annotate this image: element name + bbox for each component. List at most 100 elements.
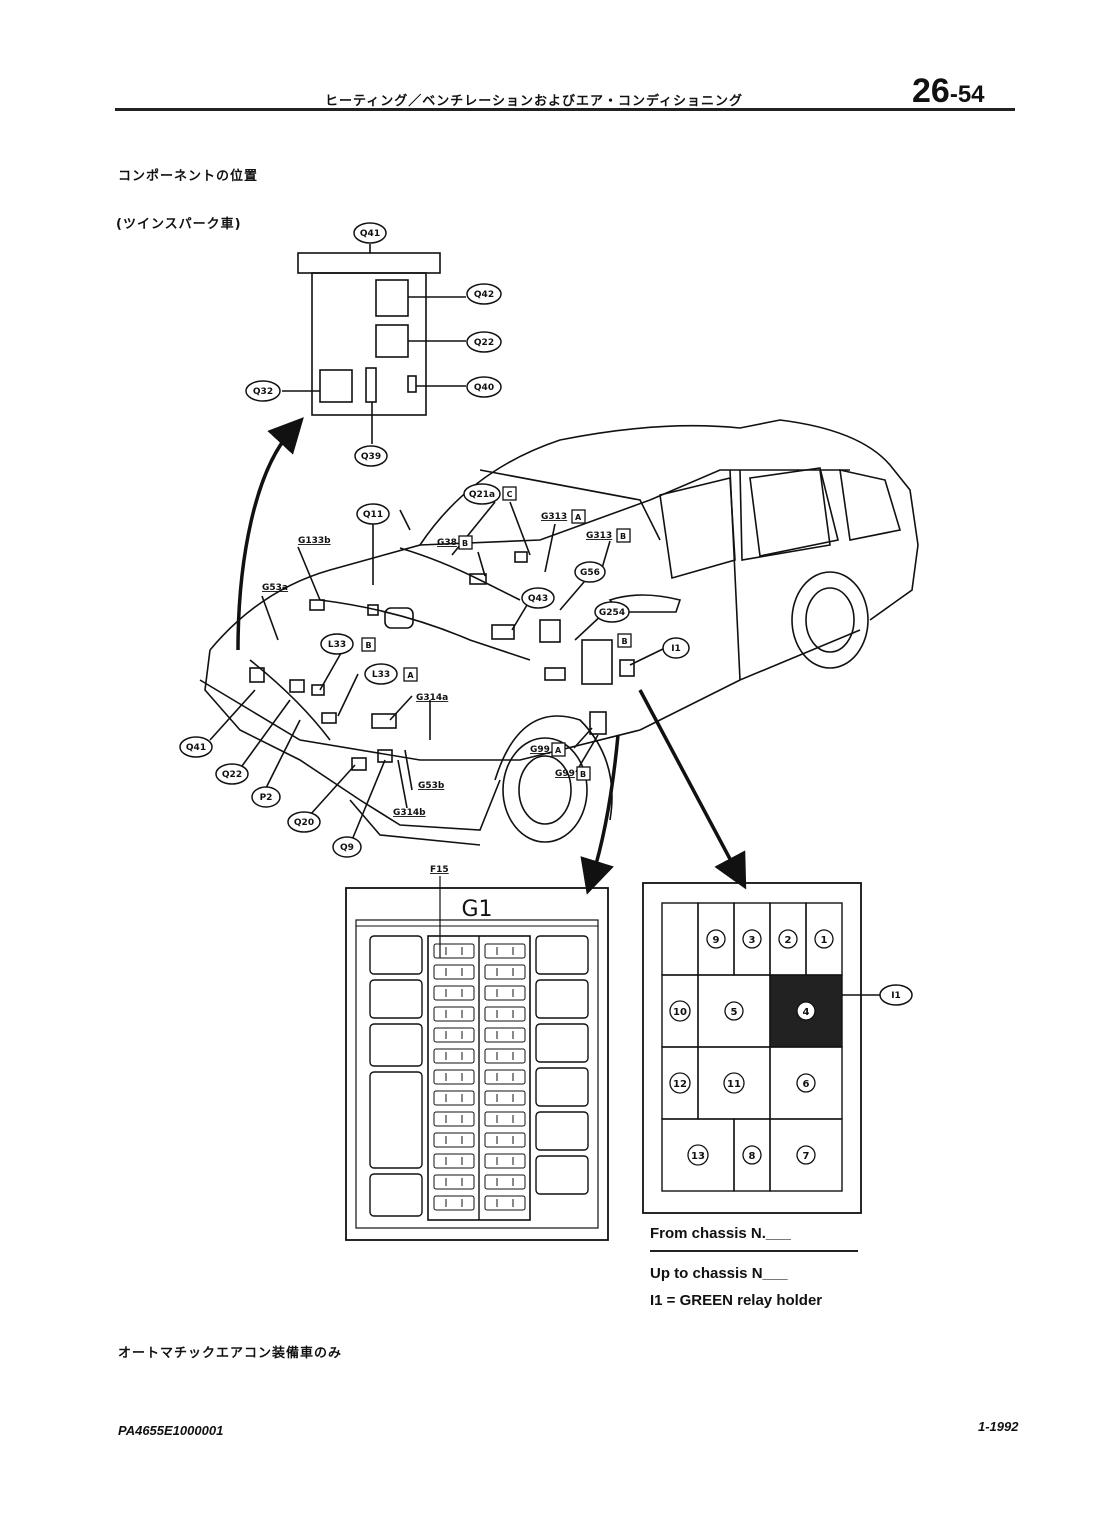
label-f15: F15	[430, 865, 449, 875]
relay-slot: 10	[669, 1000, 691, 1022]
label-q21a: Q21a	[463, 483, 501, 505]
header-title: ヒーティング／ベンチレーションおよびエア・コンディショニング	[325, 94, 744, 109]
tag-l33-b-text: B	[365, 641, 371, 650]
fuse-slot	[433, 1006, 475, 1022]
relay-slot: 9	[706, 929, 726, 949]
header-rule	[115, 108, 1015, 111]
label-g56: G56	[574, 561, 606, 583]
relay-slot: 1	[814, 929, 834, 949]
fuse-slot	[484, 985, 526, 1001]
relay-slot: 3	[742, 929, 762, 949]
relay-slot: 13	[687, 1144, 709, 1166]
panel-pointer-arrow	[236, 417, 304, 651]
label-q39-text: Q39	[361, 452, 381, 462]
fuse-slot	[484, 1195, 526, 1211]
control-panel	[311, 272, 427, 416]
fuse-slot	[484, 1174, 526, 1190]
label-q22-top: Q22	[466, 331, 502, 353]
label-q22-front-text: Q22	[222, 770, 242, 780]
relay-box-pointer-arrow	[638, 689, 747, 890]
fuse-slot	[484, 1027, 526, 1043]
label-q32: Q32	[245, 380, 281, 402]
label-g314b: G314b	[393, 808, 426, 818]
fuse-slot	[433, 1132, 475, 1148]
tag-g313-b-box	[616, 528, 631, 543]
label-g313-b: G313	[586, 531, 612, 541]
q22-component	[375, 324, 409, 358]
label-q43: Q43	[521, 587, 555, 609]
label-q9-text: Q9	[340, 843, 354, 853]
fuse-slot	[433, 1027, 475, 1043]
label-q40-text: Q40	[474, 383, 494, 393]
relay-slot-number: 11	[727, 1079, 741, 1090]
label-l33-b: L33	[320, 633, 354, 655]
tag-g99-b-box	[576, 766, 591, 781]
label-i1-relay-text: I1	[891, 991, 901, 1001]
relay-slot-number: 5	[731, 1007, 738, 1018]
q42-component	[375, 279, 409, 317]
chapter-number: 26	[912, 72, 950, 110]
car-outline	[199, 419, 919, 846]
q39-component	[365, 367, 377, 403]
label-g133b: G133b	[298, 536, 331, 546]
fuse-slot	[433, 985, 475, 1001]
label-g254: G254	[594, 601, 630, 623]
relay-slot: 5	[724, 1001, 744, 1021]
label-p2: P2	[251, 786, 281, 808]
label-l33-a-text: L33	[372, 670, 390, 680]
tag-g313-b-text: B	[620, 532, 626, 541]
label-q42-text: Q42	[474, 290, 494, 300]
document-date: 1-1992	[978, 1419, 1019, 1434]
tag-q21a-text: C	[507, 490, 513, 499]
label-q41-top-text: Q41	[360, 229, 380, 239]
label-q39: Q39	[354, 445, 388, 467]
relay-slot-number: 1	[821, 935, 828, 946]
tag-g313-a-text: A	[575, 513, 582, 522]
tag-g313-a-box	[571, 509, 586, 524]
fuse-slot	[484, 1153, 526, 1169]
label-i1-text: I1	[671, 644, 681, 654]
tag-l33-b: B	[361, 637, 376, 652]
label-q41-front: Q41	[179, 736, 213, 758]
label-l33-b-text: L33	[328, 640, 346, 650]
tag-g38-text: B	[462, 539, 468, 548]
tag-g99-a-box	[551, 742, 566, 757]
relay-slot-number: 12	[673, 1079, 687, 1090]
label-l33-a: L33	[364, 663, 398, 685]
fuse-slot	[433, 1174, 475, 1190]
tag-g254-text: B	[621, 637, 627, 646]
label-g99-a: G99	[530, 745, 550, 755]
page-suffix: -54	[949, 81, 985, 108]
relay-slot-number: 10	[673, 1007, 687, 1018]
fuse-slot	[484, 964, 526, 980]
relay-slot-number: 4	[803, 1007, 810, 1018]
page-number: 26-54	[912, 72, 985, 111]
label-p2-text: P2	[260, 793, 273, 803]
fuse-slot	[484, 1048, 526, 1064]
label-q41-top: Q41	[353, 222, 387, 244]
fuse-slot	[484, 1069, 526, 1085]
section-title: コンポーネントの位置	[118, 169, 259, 184]
relay-slot: 6	[796, 1073, 816, 1093]
fuse-slot	[433, 1195, 475, 1211]
label-q22-top-text: Q22	[474, 338, 494, 348]
tag-l33-a-text: A	[407, 671, 414, 680]
relay-slot-number: 6	[803, 1079, 810, 1090]
label-g56-text: G56	[580, 568, 600, 578]
label-q40: Q40	[466, 376, 502, 398]
label-q41-front-text: Q41	[186, 743, 206, 753]
relay-slot: 8	[742, 1145, 762, 1165]
label-g99-b: G99	[555, 769, 575, 779]
fuse-slot	[433, 1111, 475, 1127]
relay-slot-number: 9	[713, 935, 720, 946]
label-g38: G38	[437, 538, 457, 548]
tag-q21a: C	[502, 486, 517, 501]
fuse-slot	[484, 943, 526, 959]
label-q11: Q11	[356, 503, 390, 525]
relay-slot-number: 13	[691, 1151, 705, 1162]
relay-slot-numbers: 9 3 2 1 10 5 4 12 11 6 13 8 7	[669, 929, 834, 1166]
q32-component	[319, 369, 353, 403]
fuse-slot	[433, 964, 475, 980]
relay-slot-number: 8	[749, 1151, 756, 1162]
